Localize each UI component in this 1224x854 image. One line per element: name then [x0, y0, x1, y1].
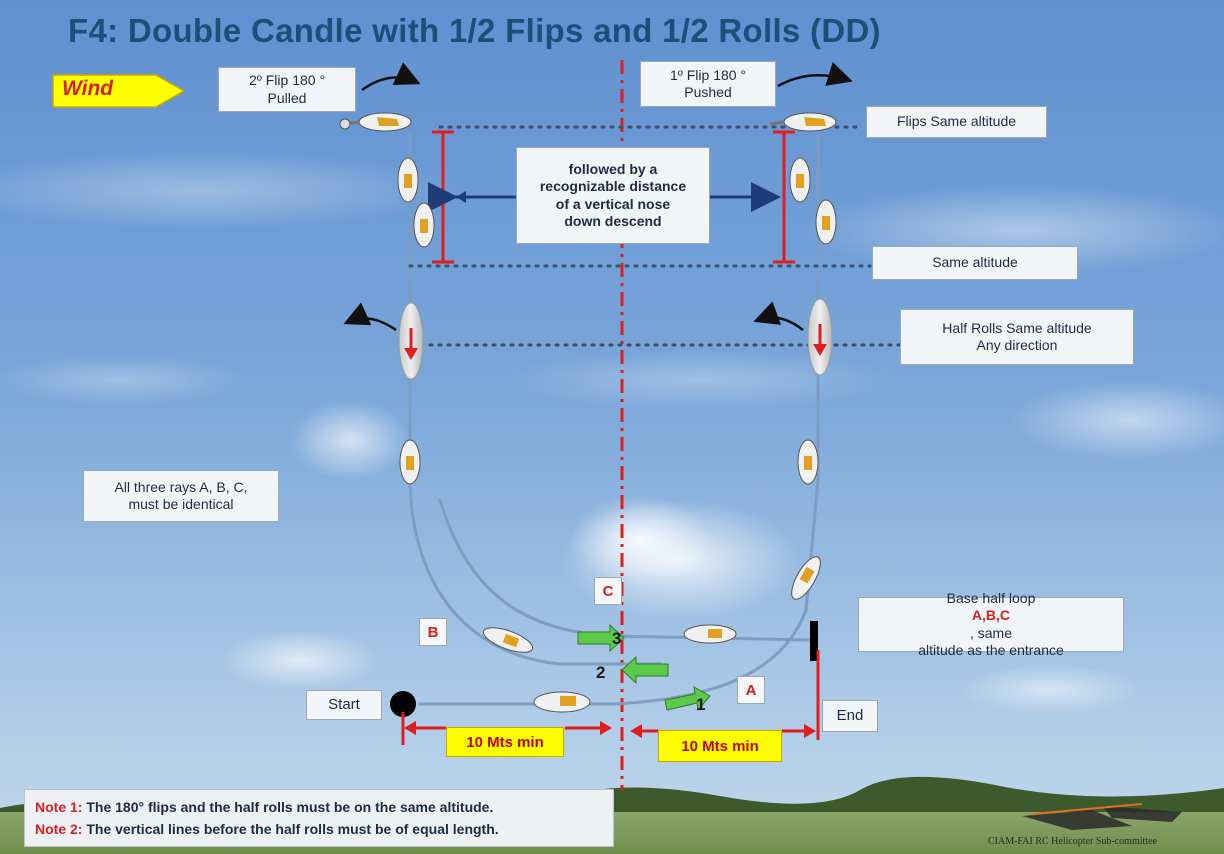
distance-right: 10 Mts min	[658, 730, 782, 762]
end-post	[810, 621, 818, 661]
label-c: C	[594, 577, 622, 605]
end-label: End	[822, 700, 878, 732]
rays-note-box: All three rays A, B, C,must be identical	[83, 470, 279, 522]
start-label: Start	[306, 690, 382, 720]
wind-arrow-icon	[52, 74, 186, 108]
note-2: Note 2: The vertical lines before the ha…	[35, 821, 499, 837]
notes-box: Note 1: The 180° flips and the half roll…	[24, 789, 614, 847]
flip1-box: 1º Flip 180 °Pushed	[640, 61, 776, 107]
pass-number-3: 3	[612, 629, 621, 648]
rotation-arrows	[343, 62, 853, 332]
page-title: F4: Double Candle with 1/2 Flips and 1/2…	[68, 12, 881, 49]
distance-left: 10 Mts min	[446, 727, 564, 757]
half-roll-right	[807, 298, 833, 376]
note-1: Note 1: The 180° flips and the half roll…	[35, 799, 494, 815]
pass-number-1: 1	[696, 695, 705, 714]
wind-label: Wind	[62, 77, 114, 100]
descend-note-box: followed by a recognizable distance of a…	[516, 147, 710, 244]
label-a: A	[737, 676, 765, 704]
flips-same-altitude-box: Flips Same altitude	[866, 106, 1047, 138]
green-direction-arrows	[577, 623, 711, 712]
flip2-box: 2º Flip 180 °Pulled	[218, 67, 356, 112]
fsn-logo-icon	[1022, 803, 1182, 830]
helicopter-icons	[339, 112, 837, 713]
base-loop-box: Base half loop A,B,C, same altitude as t…	[858, 590, 1124, 658]
same-altitude-box: Same altitude	[872, 246, 1078, 280]
label-b: B	[419, 618, 447, 646]
start-marker	[390, 691, 416, 717]
credit-text: CIAM-FAI RC Helicopter Sub-committee	[988, 836, 1157, 847]
pass-number-2: 2	[596, 663, 605, 682]
half-roll-left	[398, 302, 424, 380]
